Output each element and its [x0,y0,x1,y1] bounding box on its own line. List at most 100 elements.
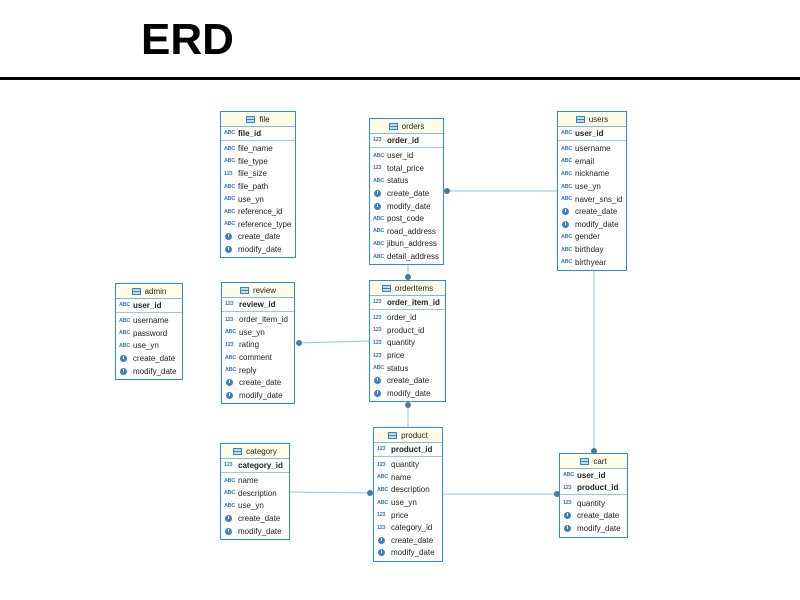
column-row[interactable]: modify_date [558,218,626,231]
column-row[interactable]: create_date [370,374,445,387]
column-row[interactable]: modify_date [221,525,289,538]
column-row[interactable]: create_date [221,231,295,244]
relation-orderitems-review[interactable] [298,340,370,344]
relation-category-product[interactable] [289,491,374,494]
table-header[interactable]: cart [560,454,627,469]
column-row[interactable]: modify_date [116,365,182,378]
column-row[interactable]: create_date [221,512,289,525]
column-row[interactable]: modify_date [221,243,295,256]
table-header[interactable]: review [222,283,294,298]
column-row[interactable]: modify_date [374,547,442,560]
table-header[interactable]: orderItems [370,281,445,296]
table-icon [233,447,243,455]
column-row[interactable]: create_date [560,510,627,523]
column-name: post_code [387,214,424,224]
table-header[interactable]: admin [116,284,182,299]
column-name: reference_id [238,207,283,217]
column-row[interactable]: modify_date [222,389,294,402]
column-row[interactable]: modify_date [370,200,443,213]
column-row[interactable]: create_date [116,352,182,365]
text-type-icon: ABC [224,158,236,165]
column-row[interactable]: create_date [222,376,294,389]
column-row[interactable]: modify_date [370,387,445,400]
table-header[interactable]: product [374,428,442,443]
text-type-icon: ABC [561,196,573,203]
table-header[interactable]: users [558,112,626,127]
table-header[interactable]: category [221,444,289,459]
table-header[interactable]: orders [370,119,443,134]
table-header[interactable]: file [221,112,295,127]
column-row[interactable]: create_date [370,187,443,200]
column-row[interactable]: create_date [558,205,626,218]
column-row[interactable]: create_date [374,534,442,547]
column-row[interactable]: modify_date [560,522,627,535]
column-name: use_yn [391,498,417,508]
